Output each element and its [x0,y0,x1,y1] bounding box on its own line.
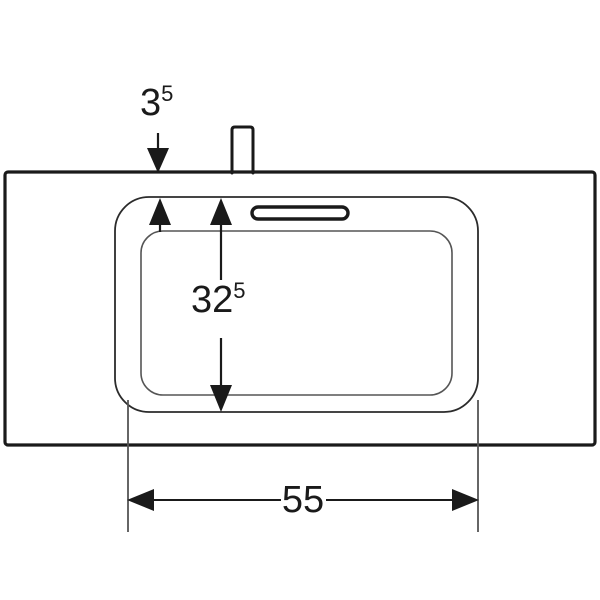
basin-height-superscript: 5 [233,278,245,303]
tap-spout-icon [230,125,255,175]
basin-height-down-arrowhead [210,385,232,412]
rim-depth-up-arrowhead [149,198,171,225]
rim-depth-superscript: 5 [161,81,173,106]
width-right-arrowhead [452,489,479,511]
basin-bowl-outline [140,230,453,396]
dimension-basin-height [210,198,232,412]
overflow-slot [250,205,350,221]
basin-height-value: 32 [191,279,233,321]
rim-depth-value: 3 [140,82,161,124]
dimension-label-basin-width: 55 [282,479,324,521]
basin-rim-outline [114,196,479,413]
dimension-basin-width [127,400,479,532]
basin-height-up-arrowhead [210,198,232,225]
dimension-label-rim-depth: 35 [140,81,173,124]
rim-depth-down-arrowhead [147,148,169,173]
countertop-outline [3,170,597,447]
basin-width-value: 55 [282,479,324,521]
dimension-rim-depth [147,133,171,232]
dimension-label-basin-height: 325 [191,278,246,321]
width-left-arrowhead [127,489,154,511]
